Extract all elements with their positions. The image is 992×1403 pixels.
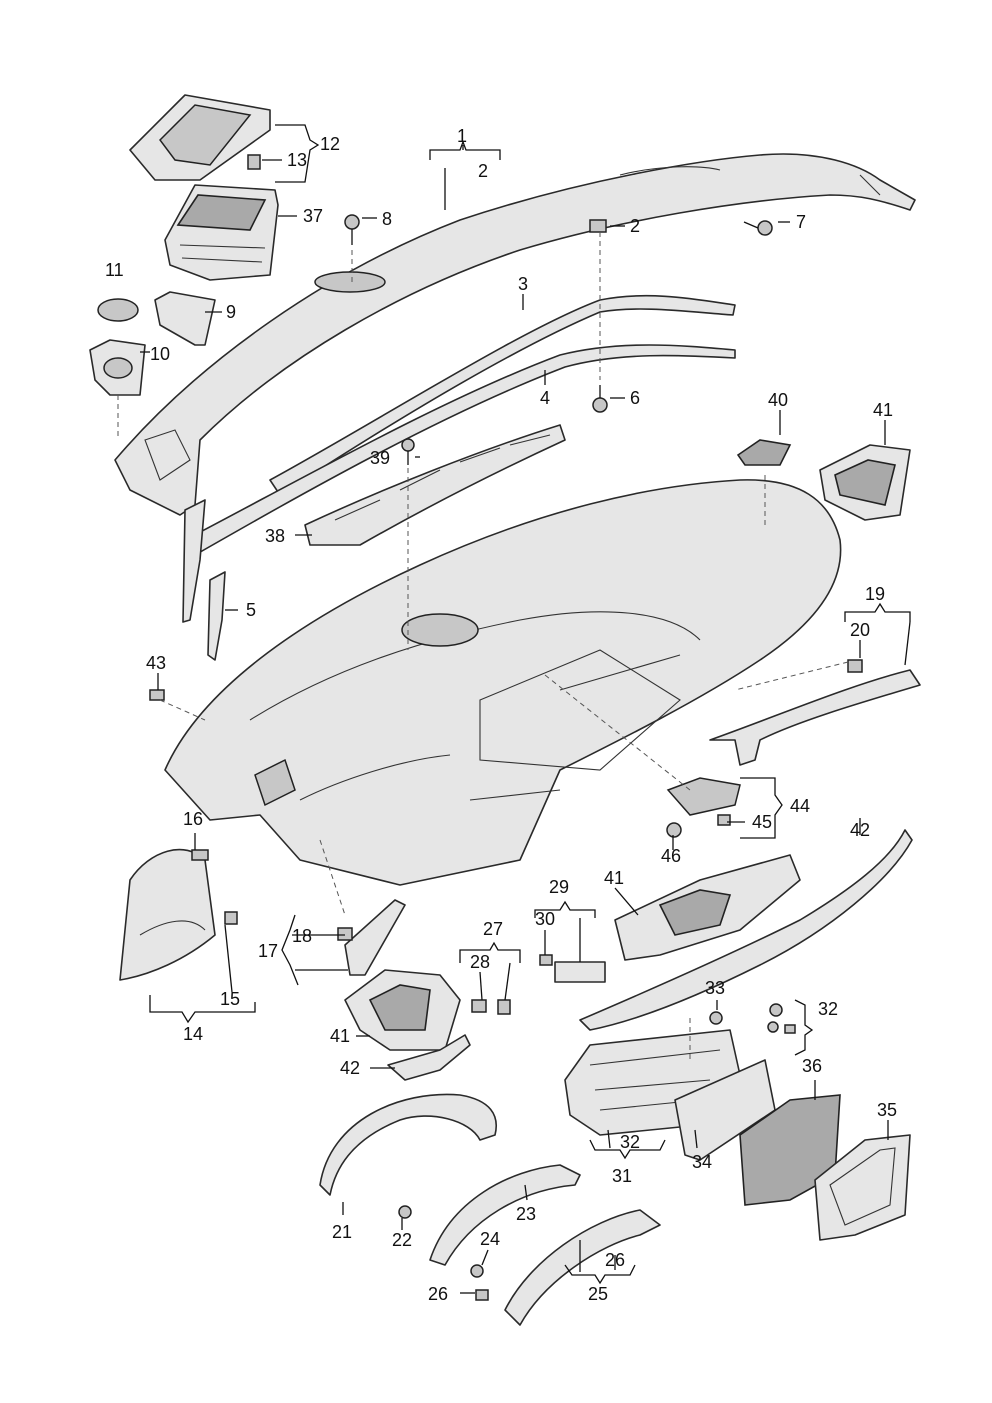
callout-36: 36 (802, 1056, 822, 1076)
callout-42: 42 (340, 1058, 360, 1078)
leader-lines (140, 124, 911, 1294)
callout-24: 24 (480, 1229, 500, 1249)
vent-40-part (736, 439, 792, 466)
callout-8: 8 (382, 209, 392, 229)
trim-strip-42-right-part (579, 829, 913, 1031)
callout-37: 37 (303, 206, 323, 226)
callout-1: 1 (457, 126, 467, 146)
callout-10: 10 (150, 344, 170, 364)
callout-labels: 1 2 2 3 4 5 6 7 8 9 10 11 12 13 14 15 16… (105, 126, 897, 1304)
side-trim-5-part (182, 499, 206, 623)
callout-13: 13 (287, 150, 307, 170)
callout-21: 21 (332, 1222, 352, 1242)
callout-23: 23 (516, 1204, 536, 1224)
vent-41-left-part (344, 969, 461, 1051)
speaker-grille-part (154, 291, 216, 346)
callout-32: 32 (620, 1132, 640, 1152)
trim-strip-19-part (709, 669, 921, 766)
callout-33: 33 (705, 978, 725, 998)
callout-40: 40 (768, 390, 788, 410)
callout-29: 29 (549, 877, 569, 897)
side-cover-14-part (119, 848, 216, 981)
display-unit-part (164, 184, 279, 281)
callout-26: 26 (428, 1284, 448, 1304)
callout-18: 18 (292, 926, 312, 946)
callout-11: 11 (105, 260, 124, 280)
callout-26: 26 (605, 1250, 625, 1270)
callout-45: 45 (752, 812, 772, 832)
callout-44: 44 (790, 796, 810, 816)
callout-31: 31 (612, 1166, 632, 1186)
dashboard-body-part (164, 479, 842, 886)
glovebox-lid-part (674, 1059, 776, 1161)
trim-25-part (504, 1209, 661, 1326)
callout-42: 42 (850, 820, 870, 840)
callout-22: 22 (392, 1230, 412, 1250)
callout-43: 43 (146, 653, 166, 673)
callout-6: 6 (630, 388, 640, 408)
callout-2: 2 (630, 216, 640, 236)
cluster-frame-21-part (319, 1093, 497, 1196)
callout-7: 7 (796, 212, 806, 232)
callout-35: 35 (877, 1100, 897, 1120)
callout-14: 14 (183, 1024, 203, 1044)
callout-4: 4 (540, 388, 550, 408)
callout-46: 46 (661, 846, 681, 866)
callout-28: 28 (470, 952, 490, 972)
trim-17-part (344, 899, 406, 976)
callout-41: 41 (873, 400, 893, 420)
callout-41: 41 (604, 868, 624, 888)
callout-19: 19 (865, 584, 885, 604)
vent-41-right-part (819, 444, 911, 521)
callout-41: 41 (330, 1026, 350, 1046)
upper-dash-trim-part (114, 153, 916, 516)
cover-cap-part (97, 298, 139, 322)
callout-2: 2 (478, 161, 488, 181)
callout-25: 25 (588, 1284, 608, 1304)
callout-16: 16 (183, 809, 203, 829)
trim-23-part (429, 1164, 581, 1266)
callout-12: 12 (320, 134, 340, 154)
assembly-lines (117, 232, 849, 1060)
callout-27: 27 (483, 919, 503, 939)
callout-20: 20 (850, 620, 870, 640)
callout-9: 9 (226, 302, 236, 322)
callout-3: 3 (518, 274, 528, 294)
frame-35-part (814, 1134, 911, 1241)
callout-5: 5 (246, 600, 256, 620)
strip-4-part (184, 344, 736, 556)
callout-32: 32 (818, 999, 838, 1019)
cluster-hood-part (129, 94, 271, 181)
center-grille-part (304, 424, 566, 546)
callout-39: 39 (370, 448, 390, 468)
callout-34: 34 (692, 1152, 712, 1172)
strip-3-part (269, 294, 736, 496)
trim-strip-42-left-part (387, 1034, 471, 1081)
callout-30: 30 (535, 909, 555, 929)
callout-17: 17 (258, 941, 278, 961)
vent-41-center-part (614, 854, 801, 961)
callout-38: 38 (265, 526, 285, 546)
callout-15: 15 (220, 989, 240, 1009)
